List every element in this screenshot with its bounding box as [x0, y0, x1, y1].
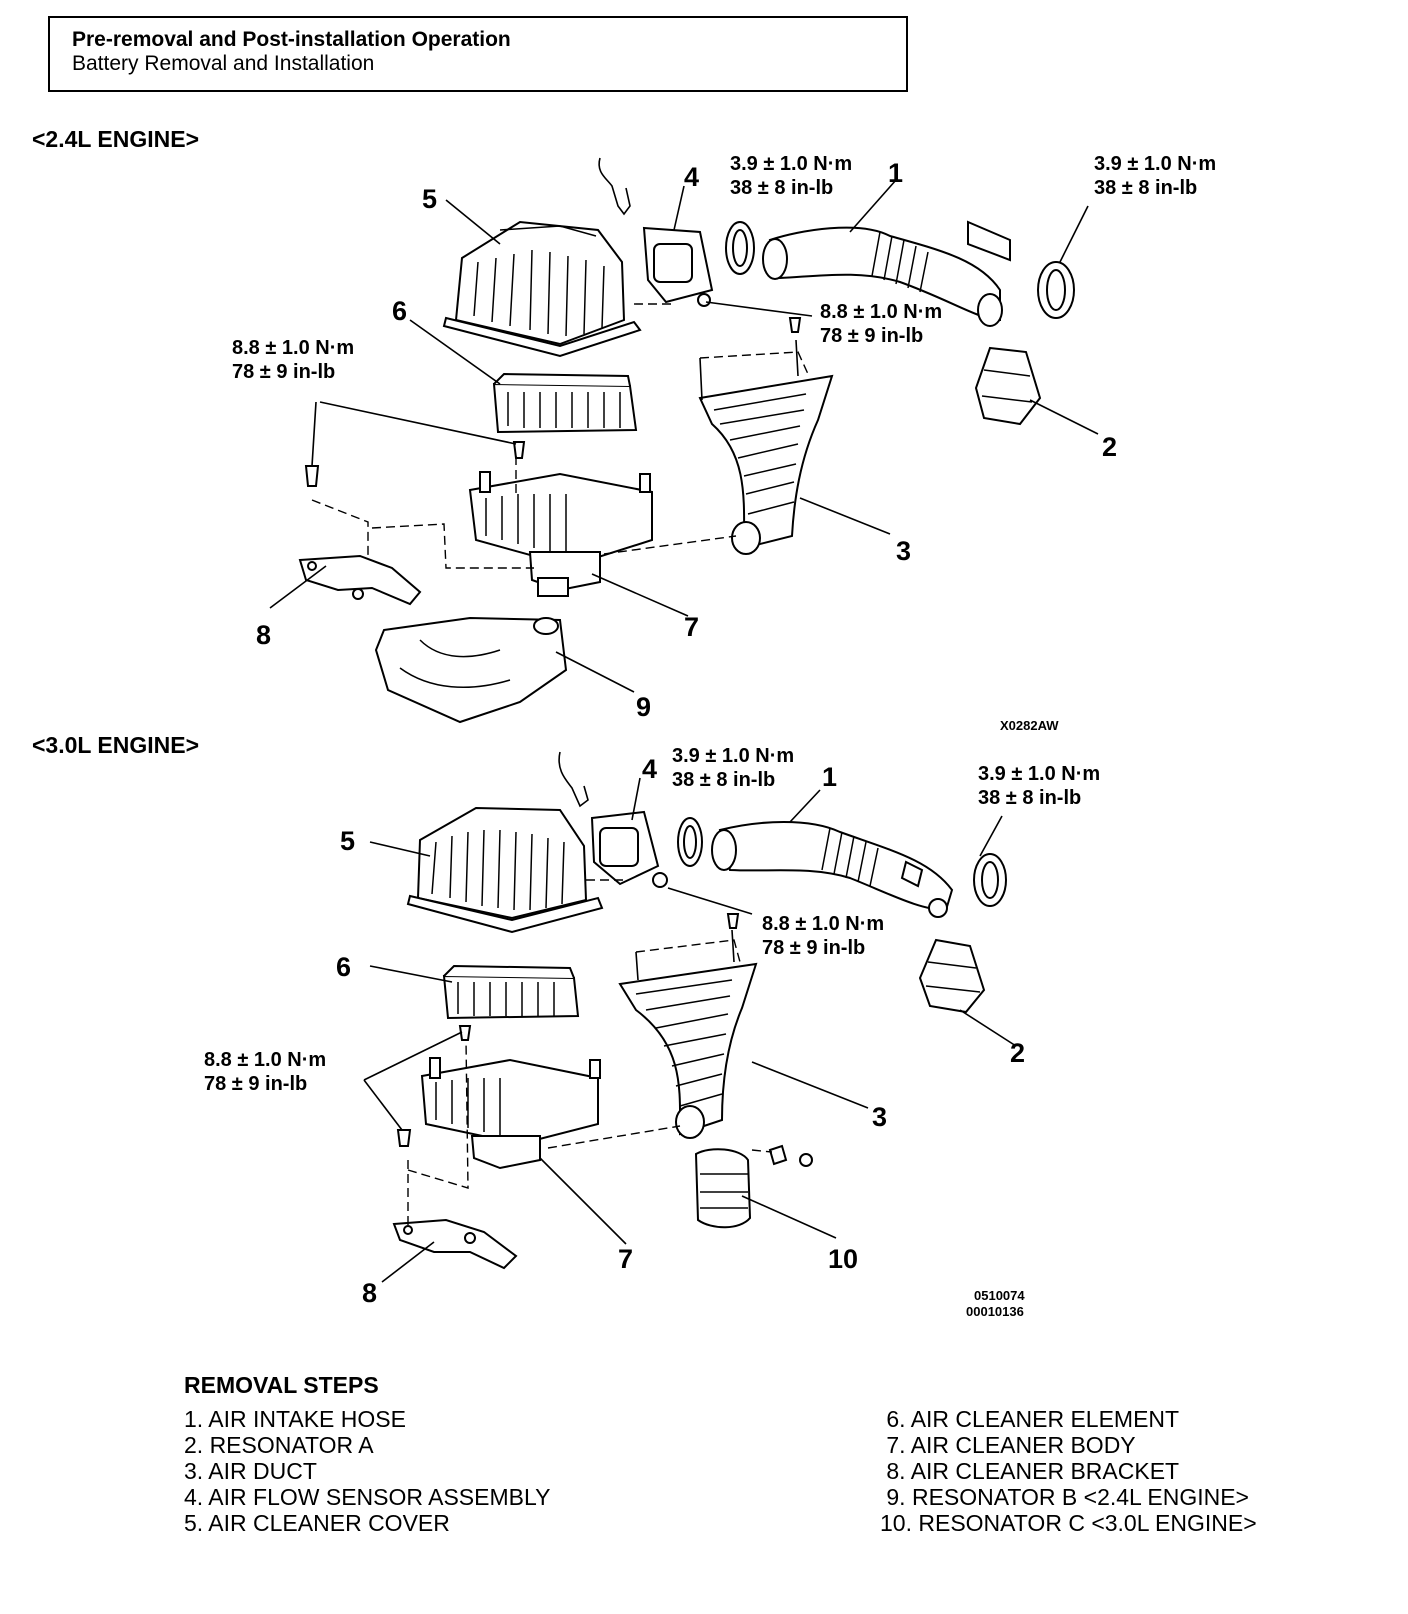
- callout-1-3-0l: 1: [822, 762, 837, 792]
- removal-step: 3. AIR DUCT: [184, 1458, 317, 1484]
- removal-steps-left-list: 1. AIR INTAKE HOSE 2. RESONATOR A 3. AIR…: [184, 1406, 550, 1536]
- torque-bolt-nm-3-0l-a: 8.8 ± 1.0 N·m: [762, 913, 884, 935]
- diagram-2-4l-engine: [269, 157, 1099, 724]
- removal-steps-right-list: 6. AIR CLEANER ELEMENT 7. AIR CLEANER BO…: [880, 1406, 1257, 1536]
- section-label-3-0l: <3.0L ENGINE>: [32, 732, 200, 758]
- callout-10-3-0l: 10: [828, 1244, 858, 1274]
- callout-1-2-4l: 1: [888, 158, 903, 188]
- hose-clamp-3-0l-b: [973, 853, 1007, 907]
- callout-2-3-0l: 2: [1010, 1038, 1025, 1068]
- air-cleaner-bracket-3-0l: [392, 1218, 518, 1270]
- note-subtitle: Battery Removal and Installation: [72, 52, 375, 75]
- air-duct-2-4l: [698, 374, 834, 555]
- figure-code-bottom-2: 00010136: [966, 1304, 1024, 1319]
- figure-code-bottom-1: 0510074: [974, 1288, 1025, 1303]
- resonator-a-3-0l: [918, 938, 986, 1014]
- air-cleaner-body-2-4l: [468, 471, 653, 597]
- diagram-3-0l-engine: [363, 751, 1017, 1283]
- air-flow-sensor-2-4l: [598, 157, 714, 307]
- removal-step: 8. AIR CLEANER BRACKET: [880, 1458, 1180, 1484]
- callout-9-2-4l: 9: [636, 692, 651, 722]
- torque-clamp-nm-2-4l-a: 3.9 ± 1.0 N·m: [730, 153, 852, 175]
- torque-clamp-inlb-2-4l-a: 38 ± 8 in-lb: [730, 177, 833, 199]
- torque-bolt-nm-3-0l-b: 8.8 ± 1.0 N·m: [204, 1049, 326, 1071]
- callout-6-2-4l: 6: [392, 296, 407, 326]
- torque-bolt-nm-2-4l-b: 8.8 ± 1.0 N·m: [232, 337, 354, 359]
- removal-step: 2. RESONATOR A: [184, 1432, 374, 1458]
- resonator-a-2-4l: [974, 346, 1042, 426]
- air-cleaner-bracket-2-4l: [298, 554, 422, 606]
- callout-4-2-4l: 4: [684, 162, 699, 192]
- removal-steps-title: REMOVAL STEPS: [184, 1372, 379, 1398]
- hose-clamp-3-0l-a: [677, 817, 703, 867]
- hose-clamp-2-4l-b: [1037, 261, 1075, 319]
- callout-5-3-0l: 5: [340, 826, 355, 856]
- callout-3-3-0l: 3: [872, 1102, 887, 1132]
- air-cleaner-cover-3-0l: [406, 806, 604, 934]
- torque-bolt-nm-2-4l-a: 8.8 ± 1.0 N·m: [820, 301, 942, 323]
- callout-2-2-4l: 2: [1102, 432, 1117, 462]
- air-flow-sensor-3-0l: [558, 751, 668, 888]
- air-cleaner-cover-2-4l: [442, 220, 642, 358]
- torque-bolt-inlb-2-4l-b: 78 ± 9 in-lb: [232, 361, 335, 383]
- resonator-c-3-0l: [694, 1144, 813, 1229]
- removal-step: 10. RESONATOR C <3.0L ENGINE>: [880, 1510, 1257, 1536]
- air-duct-3-0l: [618, 962, 758, 1139]
- operation-note-box: Pre-removal and Post-installation Operat…: [48, 16, 908, 92]
- air-intake-hose-2-4l: [762, 220, 1011, 327]
- bolt-2-4l: [304, 317, 802, 487]
- callout-4-3-0l: 4: [642, 754, 657, 784]
- callout-8-3-0l: 8: [362, 1278, 377, 1308]
- bolt-3-0l: [396, 913, 740, 1147]
- air-cleaner-element-2-4l: [492, 372, 638, 434]
- torque-bolt-inlb-3-0l-a: 78 ± 9 in-lb: [762, 937, 865, 959]
- removal-step: 7. AIR CLEANER BODY: [880, 1432, 1136, 1458]
- torque-clamp-nm-3-0l-a: 3.9 ± 1.0 N·m: [672, 745, 794, 767]
- removal-step: 1. AIR INTAKE HOSE: [184, 1406, 406, 1432]
- resonator-b-2-4l: [374, 616, 568, 724]
- callout-7-2-4l: 7: [684, 612, 699, 642]
- torque-clamp-nm-2-4l-b: 3.9 ± 1.0 N·m: [1094, 153, 1216, 175]
- torque-bolt-inlb-3-0l-b: 78 ± 9 in-lb: [204, 1073, 307, 1095]
- removal-step: 4. AIR FLOW SENSOR ASSEMBLY: [184, 1484, 551, 1510]
- torque-clamp-inlb-2-4l-b: 38 ± 8 in-lb: [1094, 177, 1197, 199]
- air-cleaner-body-3-0l: [420, 1057, 601, 1170]
- section-label-2-4l: <2.4L ENGINE>: [32, 126, 200, 152]
- note-title: Pre-removal and Post-installation Operat…: [72, 28, 511, 51]
- removal-step: 5. AIR CLEANER COVER: [184, 1510, 450, 1536]
- removal-step: 6. AIR CLEANER ELEMENT: [880, 1406, 1180, 1432]
- callout-6-3-0l: 6: [336, 952, 351, 982]
- torque-clamp-inlb-3-0l-a: 38 ± 8 in-lb: [672, 769, 775, 791]
- torque-clamp-nm-3-0l-b: 3.9 ± 1.0 N·m: [978, 763, 1100, 785]
- hose-clamp-2-4l-a: [725, 221, 755, 275]
- callout-3-2-4l: 3: [896, 536, 911, 566]
- torque-bolt-inlb-2-4l-a: 78 ± 9 in-lb: [820, 325, 923, 347]
- air-intake-hose-3-0l: [711, 821, 954, 918]
- figure-code-top: X0282AW: [1000, 718, 1059, 733]
- callout-8-2-4l: 8: [256, 620, 271, 650]
- torque-clamp-inlb-3-0l-b: 38 ± 8 in-lb: [978, 787, 1081, 809]
- removal-step: 9. RESONATOR B <2.4L ENGINE>: [880, 1484, 1249, 1510]
- callout-7-3-0l: 7: [618, 1244, 633, 1274]
- air-cleaner-element-3-0l: [442, 964, 580, 1020]
- callout-5-2-4l: 5: [422, 184, 437, 214]
